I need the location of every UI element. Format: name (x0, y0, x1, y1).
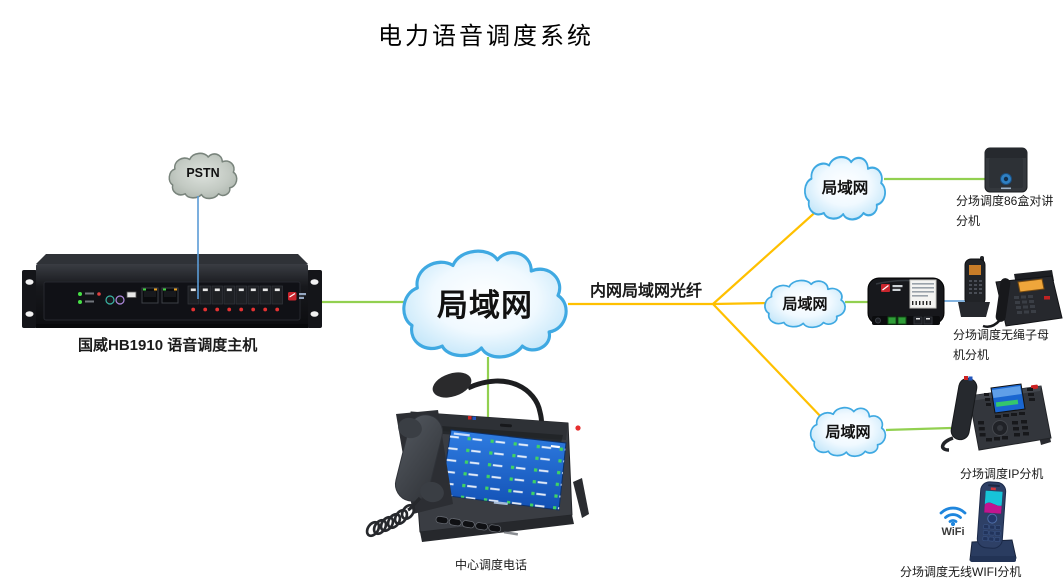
cordless-handset (964, 256, 986, 306)
function-buttons (435, 516, 502, 533)
coiled-cord (365, 496, 422, 538)
cloud-shape (804, 155, 886, 221)
bezel-logo (468, 416, 476, 420)
nav-key (987, 513, 998, 524)
line-keys (984, 388, 1035, 418)
gateway-ports (872, 316, 940, 325)
handset-body (976, 481, 1007, 549)
page-title: 电力语音调度系统 (378, 24, 594, 50)
pstn-cloud: PSTN (166, 149, 240, 201)
cordless-gateway-device (867, 277, 945, 325)
cloud-shape (402, 249, 568, 359)
ethernet-ports (141, 287, 179, 304)
lan-cloud-center-label: 局域网 (437, 287, 533, 323)
link-branch-top-lan (712, 198, 831, 305)
link-bottomlan-ip-phone (885, 426, 952, 432)
pstn-cloud-label: PSTN (186, 166, 220, 180)
lan-cloud-bottom-label: 局域网 (825, 423, 871, 441)
dial-keypad (978, 420, 1029, 442)
lan-cloud-bottom: 局域网 (807, 403, 889, 459)
cloud-shape (168, 152, 238, 200)
fiber-link-label: 内网局域网光纤 (590, 283, 703, 300)
phone-screen (990, 383, 1026, 414)
intercom-box-device (984, 147, 1028, 193)
chassis-top (36, 254, 308, 264)
status-leds (78, 292, 101, 304)
lan-cloud-middle-label: 局域网 (782, 295, 828, 313)
dispatch-phone-label: 中心调度电话 (455, 558, 528, 572)
lan-cloud-center: 局域网 (396, 241, 574, 363)
ip-phone-device (940, 376, 1052, 452)
wifi-icon (939, 506, 967, 526)
brand-logo-icon (881, 284, 903, 292)
charging-base (958, 302, 990, 317)
info-label (909, 279, 937, 309)
server-label: 国威HB1910 语音调度主机 (78, 337, 258, 354)
cordless-phone-label: 分场调度无绳子母机分机 (953, 328, 1050, 362)
cordless-phone-set (958, 256, 1063, 328)
handset (940, 376, 978, 452)
ip-phone-label: 分场调度IP分机 (960, 467, 1044, 481)
desk-base-phone (982, 270, 1063, 328)
lan-cloud-top: 局域网 (801, 151, 889, 223)
lan-cloud-top-label: 局域网 (821, 180, 869, 197)
cloud-shape (809, 406, 887, 458)
intercom-box-label: 分场调度86盒对讲分机 (956, 194, 1054, 228)
touchscreen (440, 429, 567, 511)
model-text-mark (503, 530, 519, 536)
link-branch-bottom-lan (712, 303, 825, 421)
navigation-pad (992, 420, 1008, 436)
lan-cloud-middle: 局域网 (761, 276, 849, 330)
console-connectors (105, 291, 137, 305)
brand-logo-icon (288, 292, 306, 301)
handset (394, 414, 444, 503)
cloud-shape (764, 279, 846, 329)
phone-stand (573, 478, 589, 518)
speaker-slot (499, 423, 512, 428)
status-led (575, 425, 581, 431)
wifi-phone-label: 分场调度无线WIFI分机 (900, 565, 1022, 579)
wifi-phone-device (969, 481, 1017, 562)
link-branch-middle-lan (712, 301, 769, 306)
dispatch-console-phone (365, 372, 589, 542)
dispatch-server-device (22, 254, 322, 328)
rack-ears (22, 270, 322, 328)
wifi-icon-label: WiFi (941, 526, 965, 538)
